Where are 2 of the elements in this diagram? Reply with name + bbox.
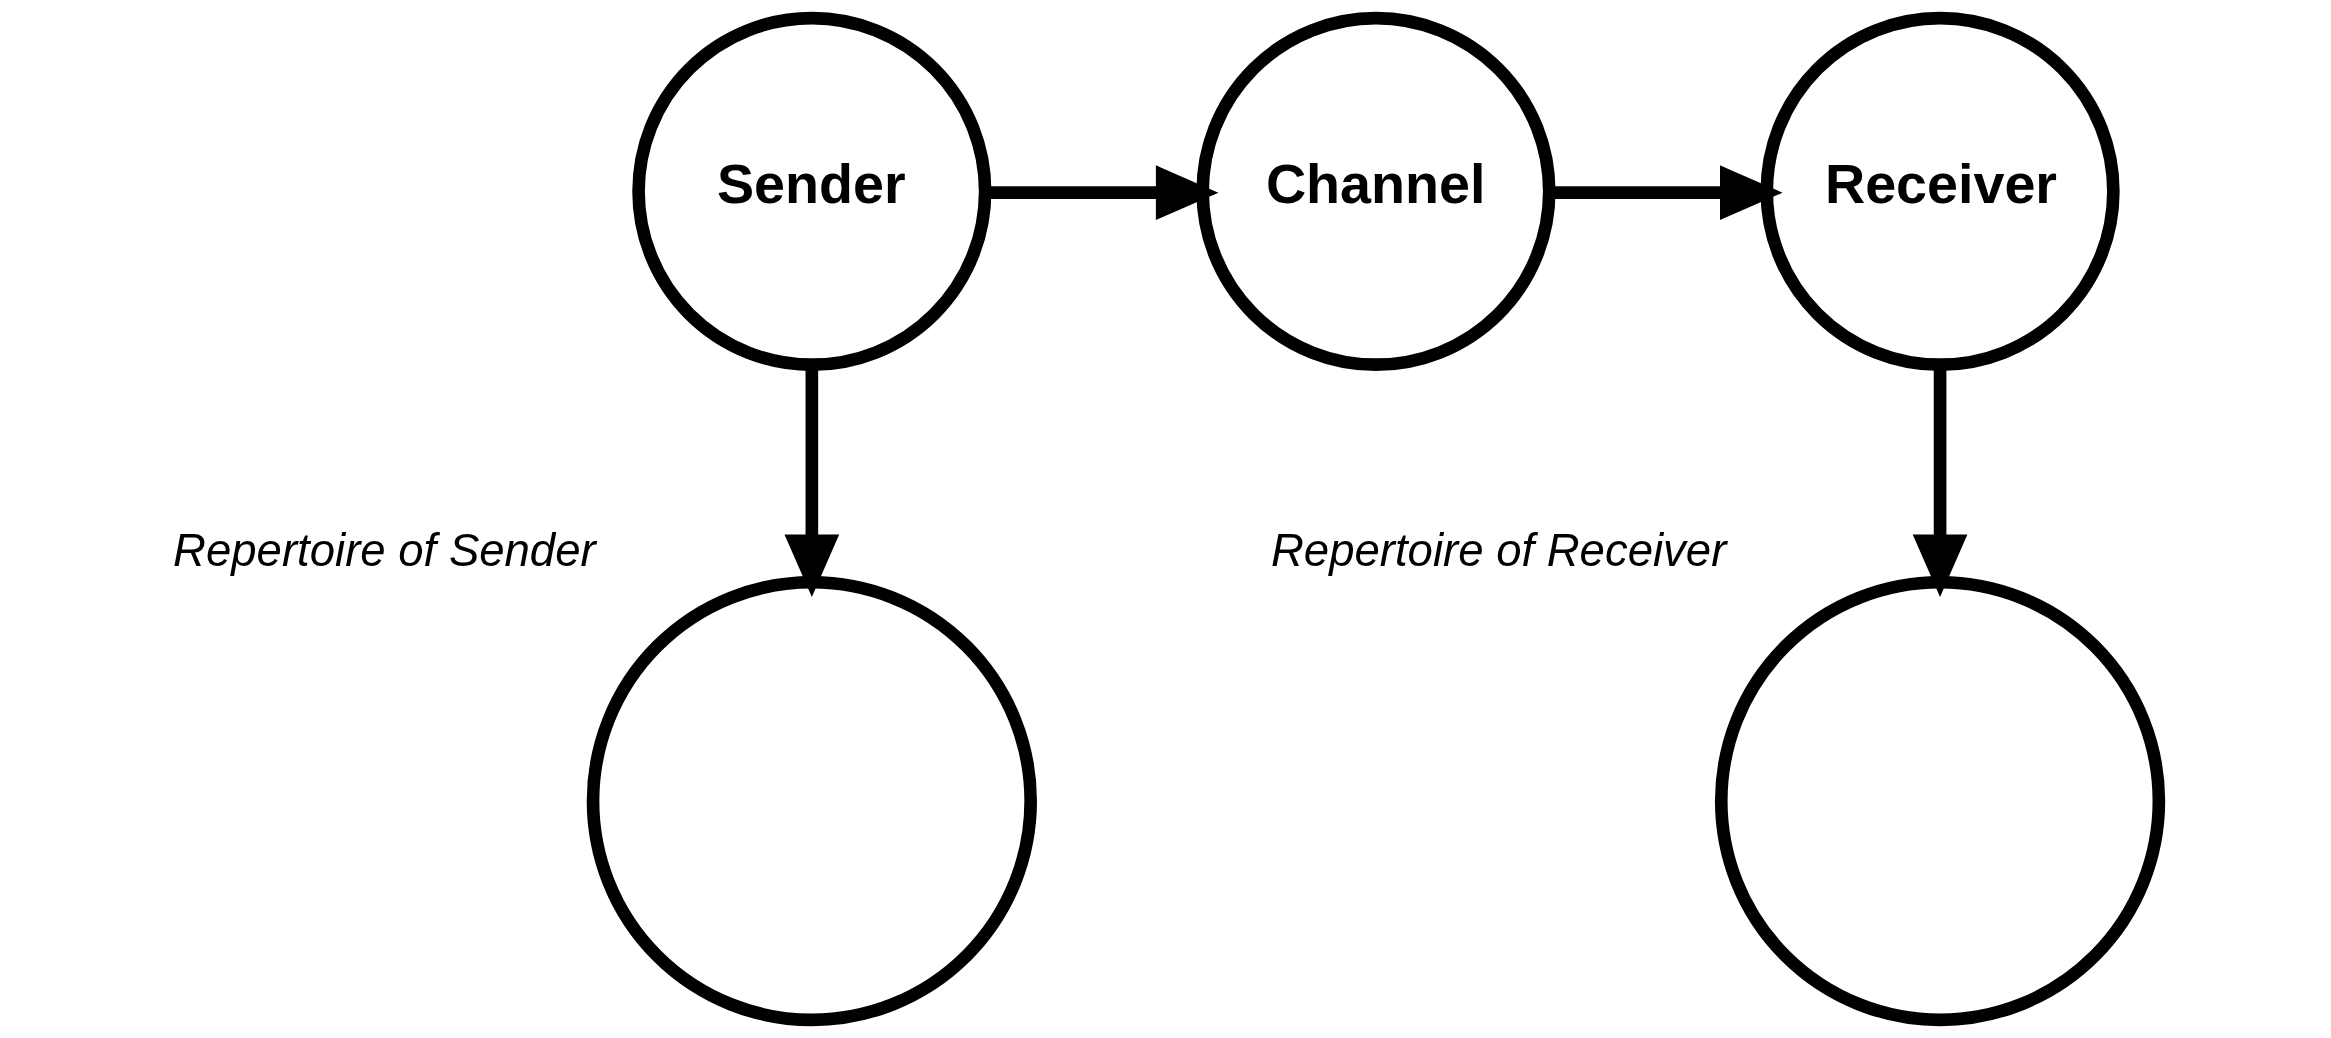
node-label: Repertoire of Receiver xyxy=(1270,524,1726,576)
node-label: Repertoire of Sender xyxy=(172,524,596,576)
